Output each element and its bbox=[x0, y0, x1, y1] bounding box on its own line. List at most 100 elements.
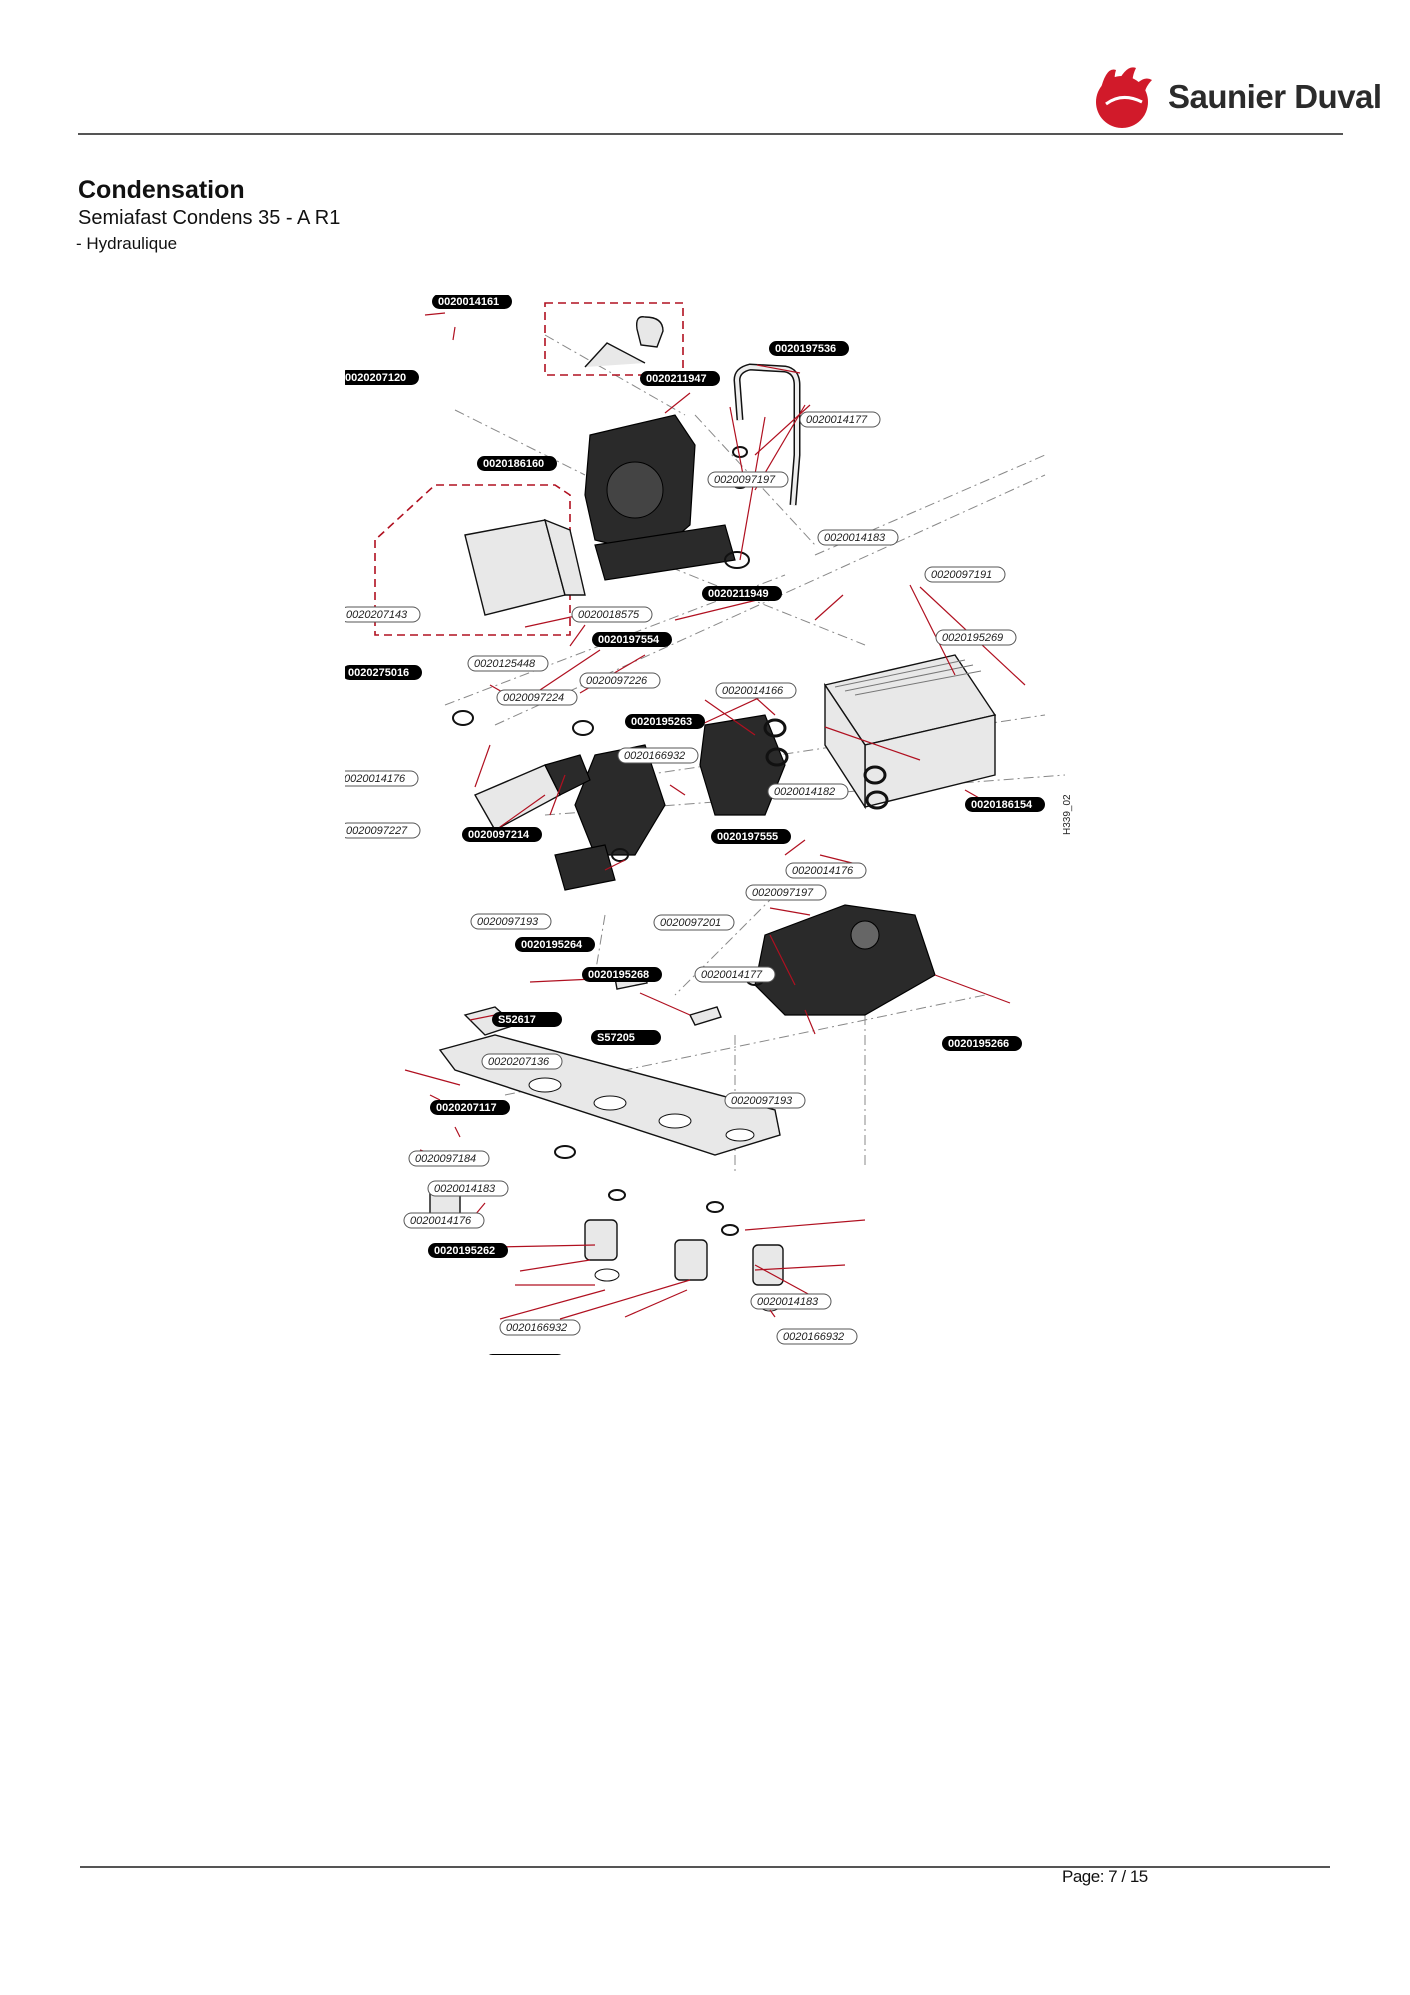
part-ref-label: 0020207143 bbox=[345, 606, 421, 623]
part-ref-label: 0020014177 bbox=[694, 966, 776, 983]
part-ref-text: 0020014176 bbox=[792, 865, 854, 877]
part-ref-label: 0020195265 bbox=[488, 1354, 562, 1355]
part-ref-text: 0020097197 bbox=[752, 887, 814, 899]
part-ref-label: 0020195269 bbox=[935, 629, 1017, 646]
part-ref-text: 0020097214 bbox=[468, 829, 530, 841]
part-ref-label: 0020014176 bbox=[785, 862, 867, 879]
part-ref-label: 0020125448 bbox=[467, 655, 549, 672]
part-ref-text: 0020195266 bbox=[948, 1038, 1009, 1050]
part-ref-label: 0020097197 bbox=[707, 471, 789, 488]
part-ref-label: 0020195264 bbox=[515, 937, 595, 952]
part-ref-text: S52617 bbox=[498, 1014, 536, 1026]
part-ref-label: 0020275016 bbox=[345, 665, 422, 680]
part-ref-text: 0020097184 bbox=[415, 1153, 476, 1165]
part-ref-text: 0020186160 bbox=[483, 458, 544, 470]
page-current: 7 bbox=[1108, 1867, 1118, 1886]
part-ref-label: 0020014166 bbox=[715, 682, 797, 699]
part-ref-text: 0020097197 bbox=[714, 474, 776, 486]
part-ref-text: 0020166932 bbox=[783, 1331, 844, 1343]
part-ref-text: 0020097193 bbox=[477, 916, 539, 928]
part-ref-text: 0020195262 bbox=[434, 1245, 495, 1257]
part-ref-text: 0020014183 bbox=[757, 1296, 819, 1308]
part-ref-label: 0020207136 bbox=[481, 1053, 563, 1070]
part-ref-text: 0020197554 bbox=[598, 634, 660, 646]
part-ref-text: 0020097191 bbox=[931, 569, 992, 581]
part-ref-label: 0020097201 bbox=[653, 914, 735, 931]
part-ref-text: 0020195269 bbox=[942, 632, 1003, 644]
saunier-duval-logo-icon bbox=[1096, 67, 1152, 128]
part-ref-text: 0020014161 bbox=[438, 296, 499, 308]
part-ref-text: S57205 bbox=[597, 1032, 635, 1044]
document-subtitle: Semiafast Condens 35 - A R1 bbox=[78, 207, 341, 229]
part-ref-label: S57205 bbox=[591, 1030, 661, 1045]
kit-box-pump-motor bbox=[374, 484, 571, 636]
part-ref-label: 0020097224 bbox=[496, 689, 578, 706]
part-ref-label: 0020186154 bbox=[965, 797, 1045, 812]
part-ref-text: 0020195268 bbox=[588, 969, 649, 981]
part-ref-label: 0020014182 bbox=[767, 783, 849, 800]
part-ref-text: 0020097226 bbox=[586, 675, 648, 687]
part-ref-label: 0020097197 bbox=[745, 884, 827, 901]
part-ref-label: 0020211947 bbox=[640, 371, 720, 386]
part-ref-text: 0020097201 bbox=[660, 917, 721, 929]
brand-name: Saunier Duval bbox=[1168, 78, 1382, 115]
part-ref-text: 0020014183 bbox=[434, 1183, 496, 1195]
part-ref-label: 0020097226 bbox=[579, 672, 661, 689]
part-ref-text: 0020014166 bbox=[722, 685, 784, 697]
diverter-valve-part bbox=[554, 714, 786, 891]
part-ref-label: 0020018575 bbox=[571, 606, 653, 623]
part-ref-label: 0020097184 bbox=[408, 1150, 490, 1167]
part-ref-label: 0020166932 bbox=[499, 1319, 581, 1336]
part-ref-text: 0020166932 bbox=[506, 1322, 567, 1334]
temperature-sensor-part bbox=[689, 1006, 722, 1026]
part-ref-text: 0020275016 bbox=[348, 667, 409, 679]
part-ref-text: 0020018575 bbox=[578, 609, 640, 621]
figure-code: H339_02 bbox=[1062, 794, 1073, 835]
header-divider bbox=[78, 133, 1343, 135]
part-ref-label: 0020195262 bbox=[428, 1243, 508, 1258]
part-ref-label: 0020197555 bbox=[711, 829, 791, 844]
part-ref-label: 0020195268 bbox=[582, 967, 662, 982]
part-ref-text: 0020166932 bbox=[624, 750, 685, 762]
part-ref-label: 0020014176 bbox=[403, 1212, 485, 1229]
part-ref-label: 0020197536 bbox=[769, 341, 849, 356]
part-ref-text: 0020207120 bbox=[345, 372, 406, 384]
part-ref-label: 0020211949 bbox=[702, 586, 782, 601]
part-ref-label: 0020097193 bbox=[470, 913, 552, 930]
part-ref-label: 0020014161 bbox=[432, 295, 512, 309]
pump-body-part bbox=[584, 414, 736, 581]
part-ref-text: 0020207117 bbox=[436, 1102, 497, 1114]
part-ref-text: 0020195264 bbox=[521, 939, 583, 951]
part-ref-label: 0020014177 bbox=[799, 411, 881, 428]
part-ref-label: 0020014183 bbox=[817, 529, 899, 546]
part-ref-text: 0020186154 bbox=[971, 799, 1033, 811]
exploded-parts-diagram: 0020014161 0020197536 0020207120 0020211947… bbox=[345, 295, 1073, 1355]
part-ref-label: 0020097193 bbox=[724, 1092, 806, 1109]
part-ref-label: 0020014183 bbox=[427, 1180, 509, 1197]
part-ref-label: 0020195266 bbox=[942, 1036, 1022, 1051]
part-ref-text: 0020014176 bbox=[410, 1215, 472, 1227]
part-ref-text: 0020125448 bbox=[474, 658, 536, 670]
part-ref-label: 0020097214 bbox=[462, 827, 542, 842]
part-ref-text: 0020014176 bbox=[345, 773, 406, 785]
document-title: Condensation bbox=[78, 176, 245, 204]
part-ref-text: 0020097227 bbox=[346, 825, 408, 837]
part-ref-label: 0020014183 bbox=[750, 1293, 832, 1310]
part-ref-label: 0020197554 bbox=[592, 632, 672, 647]
part-ref-text: 0020014177 bbox=[701, 969, 763, 981]
part-ref-text: 0020097193 bbox=[731, 1095, 793, 1107]
part-ref-label: 0020207117 bbox=[430, 1100, 510, 1115]
part-ref-text: 0020014183 bbox=[824, 532, 886, 544]
section-label: - Hydraulique bbox=[76, 234, 178, 253]
page-label: Page: bbox=[1062, 1867, 1104, 1886]
page-number: Page: 7 / 15 bbox=[1062, 1867, 1148, 1886]
part-ref-label: 0020186160 bbox=[477, 456, 557, 471]
lower-hydraulic-block-part bbox=[754, 904, 936, 1016]
part-ref-text: 0020207143 bbox=[346, 609, 408, 621]
part-ref-text: 0020197555 bbox=[717, 831, 778, 843]
part-ref-text: 0020207136 bbox=[488, 1056, 550, 1068]
part-ref-text: 0020097224 bbox=[503, 692, 564, 704]
part-ref-label: 0020097227 bbox=[345, 822, 421, 839]
air-vent-part bbox=[584, 316, 664, 368]
part-ref-text: 0020014177 bbox=[806, 414, 868, 426]
